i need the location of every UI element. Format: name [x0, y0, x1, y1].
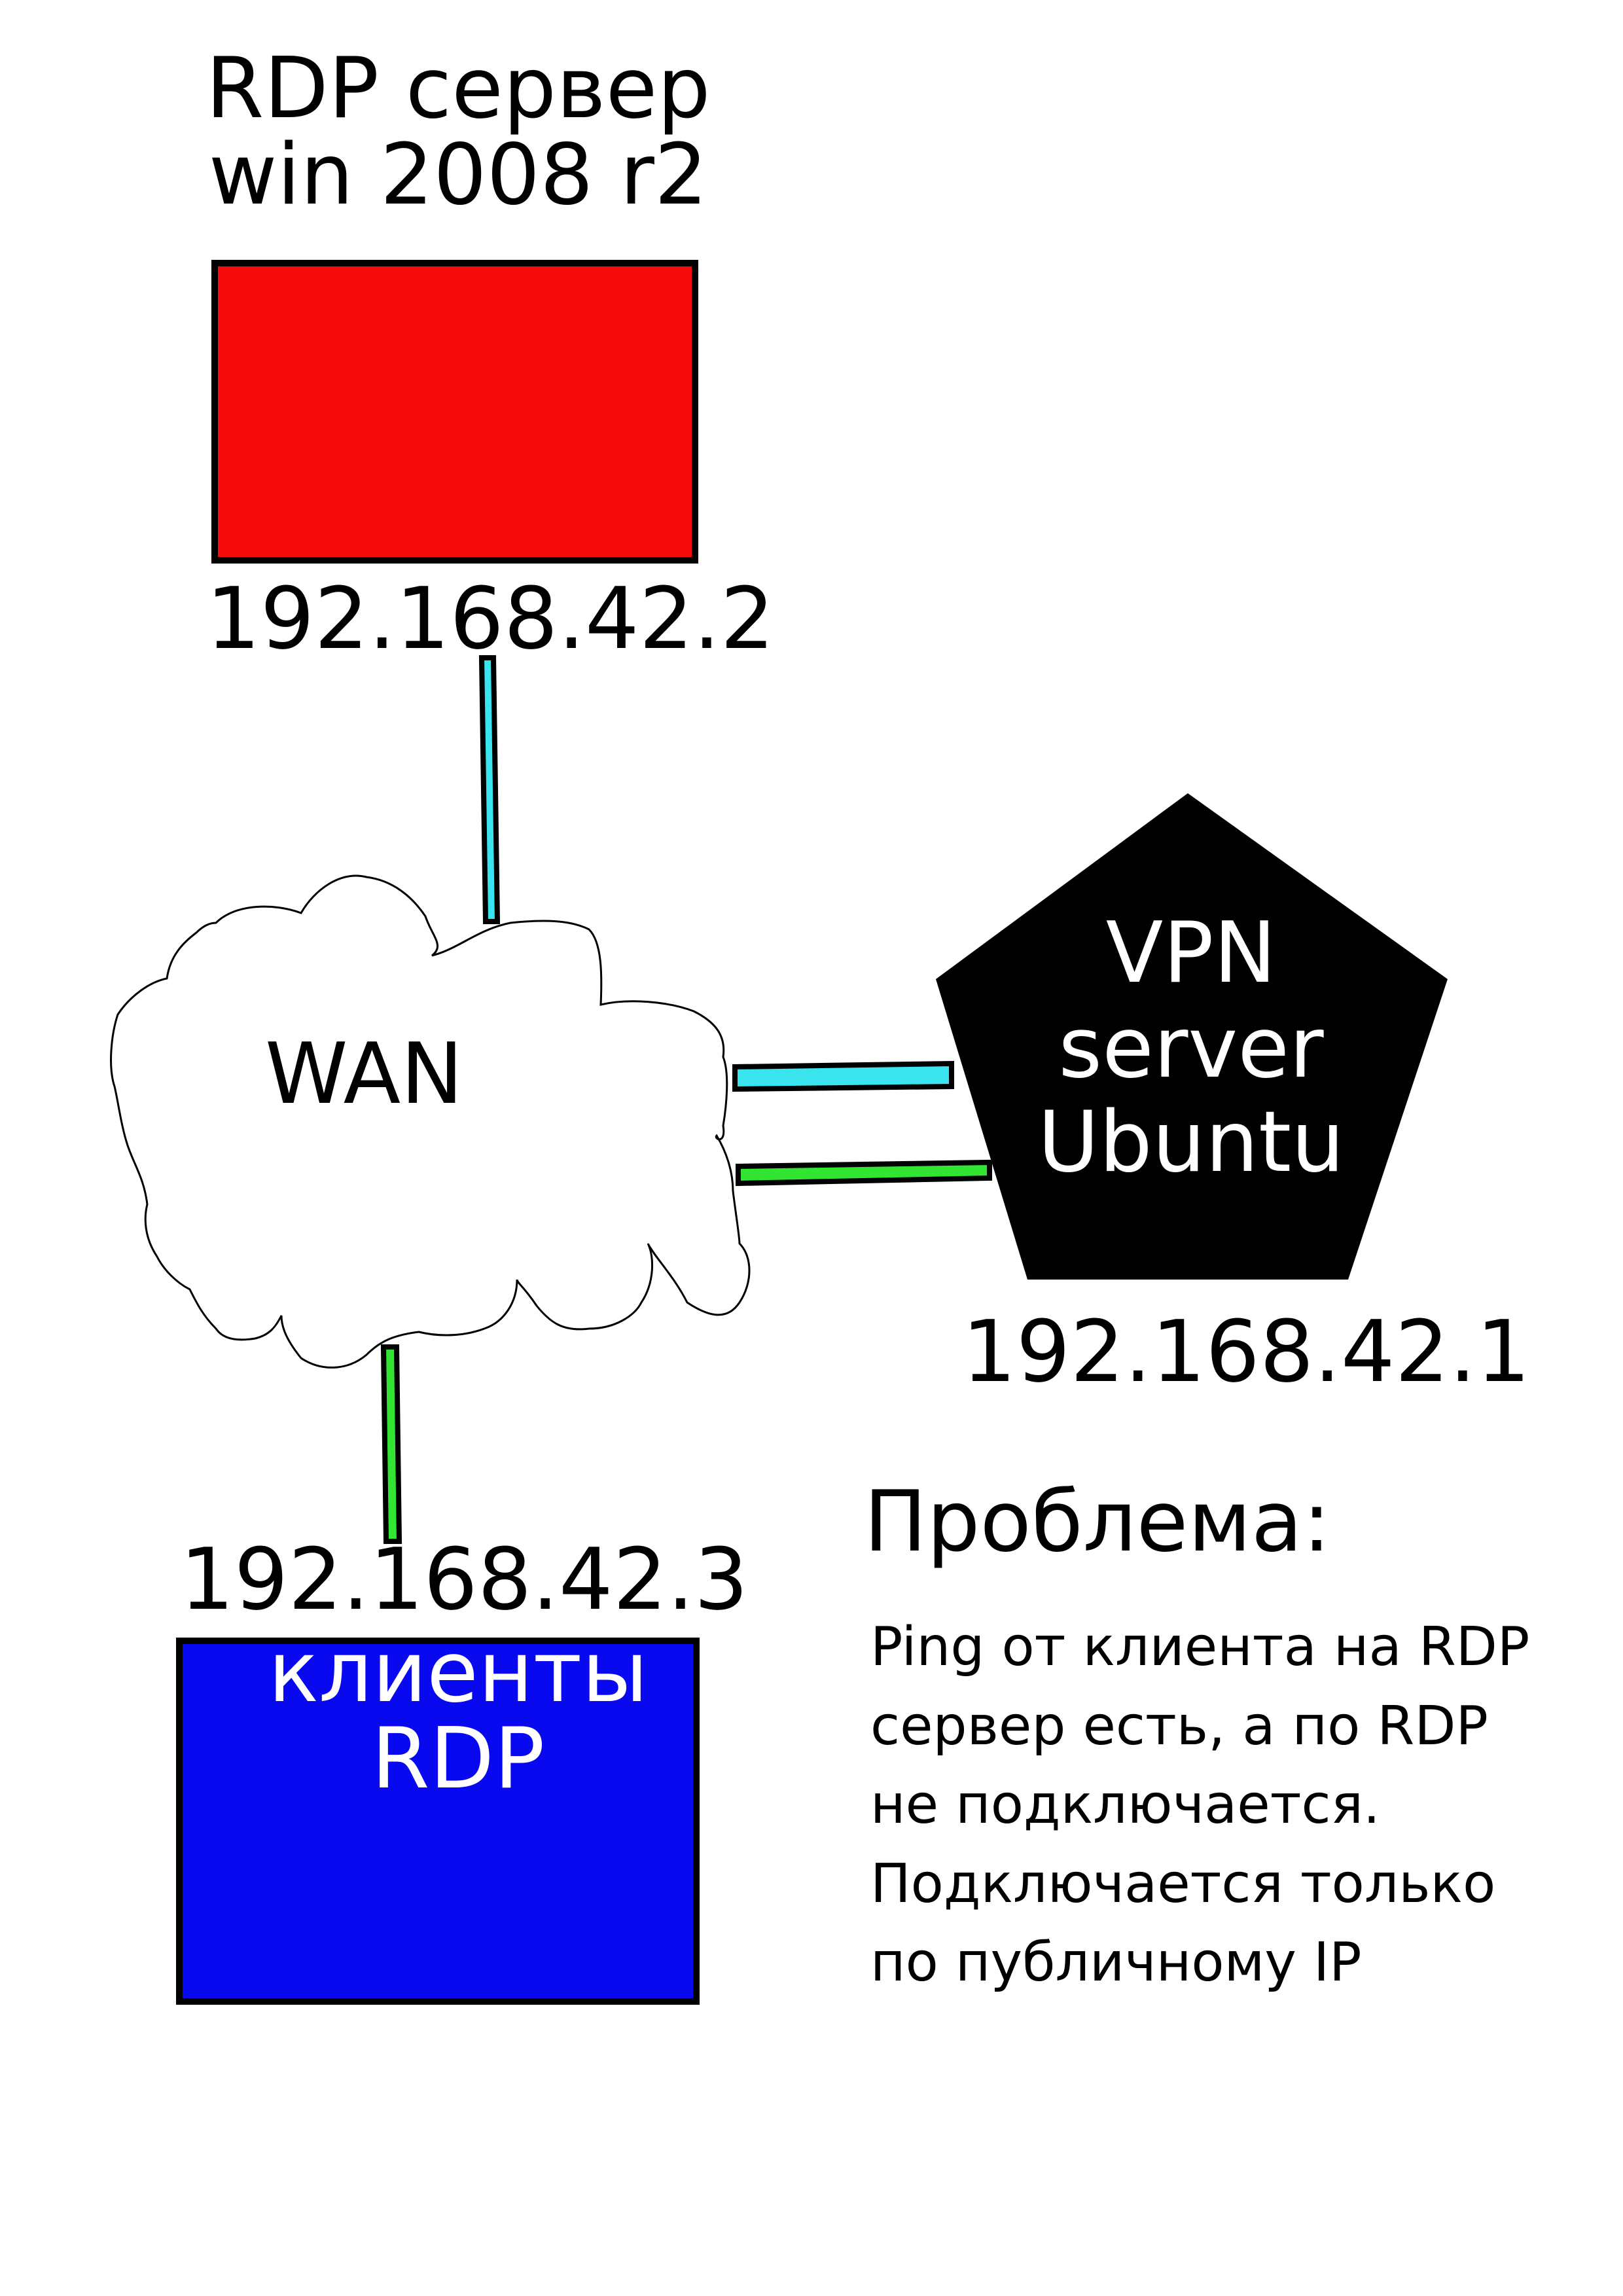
- rdp-server-box: [211, 260, 698, 564]
- clients-box: [176, 1638, 700, 2005]
- link-rdp-wan: [478, 655, 501, 924]
- wan-label: WAN: [265, 1026, 463, 1123]
- clients-ip: 192.168.42.3: [180, 1530, 749, 1629]
- vpn-server-label: VPN server Ubuntu: [1037, 905, 1345, 1192]
- link-wan-clients: [380, 1344, 402, 1544]
- problem-title: Проблема:: [864, 1473, 1331, 1571]
- vpn-server-ip: 192.168.42.1: [962, 1302, 1531, 1401]
- clients-label: клиенты RDP: [268, 1624, 649, 1808]
- vpn-server-pentagon: [936, 793, 1448, 1280]
- wan-cloud: [110, 874, 751, 1369]
- link-wan-vpn-cyan: [732, 1060, 954, 1092]
- rdp-server-title: RDP сервер win 2008 r2: [205, 40, 711, 224]
- rdp-server-ip: 192.168.42.2: [206, 569, 775, 668]
- link-wan-vpn-green: [736, 1159, 992, 1187]
- problem-text: Ping от клиента на RDP сервер есть, а по…: [870, 1616, 1530, 1994]
